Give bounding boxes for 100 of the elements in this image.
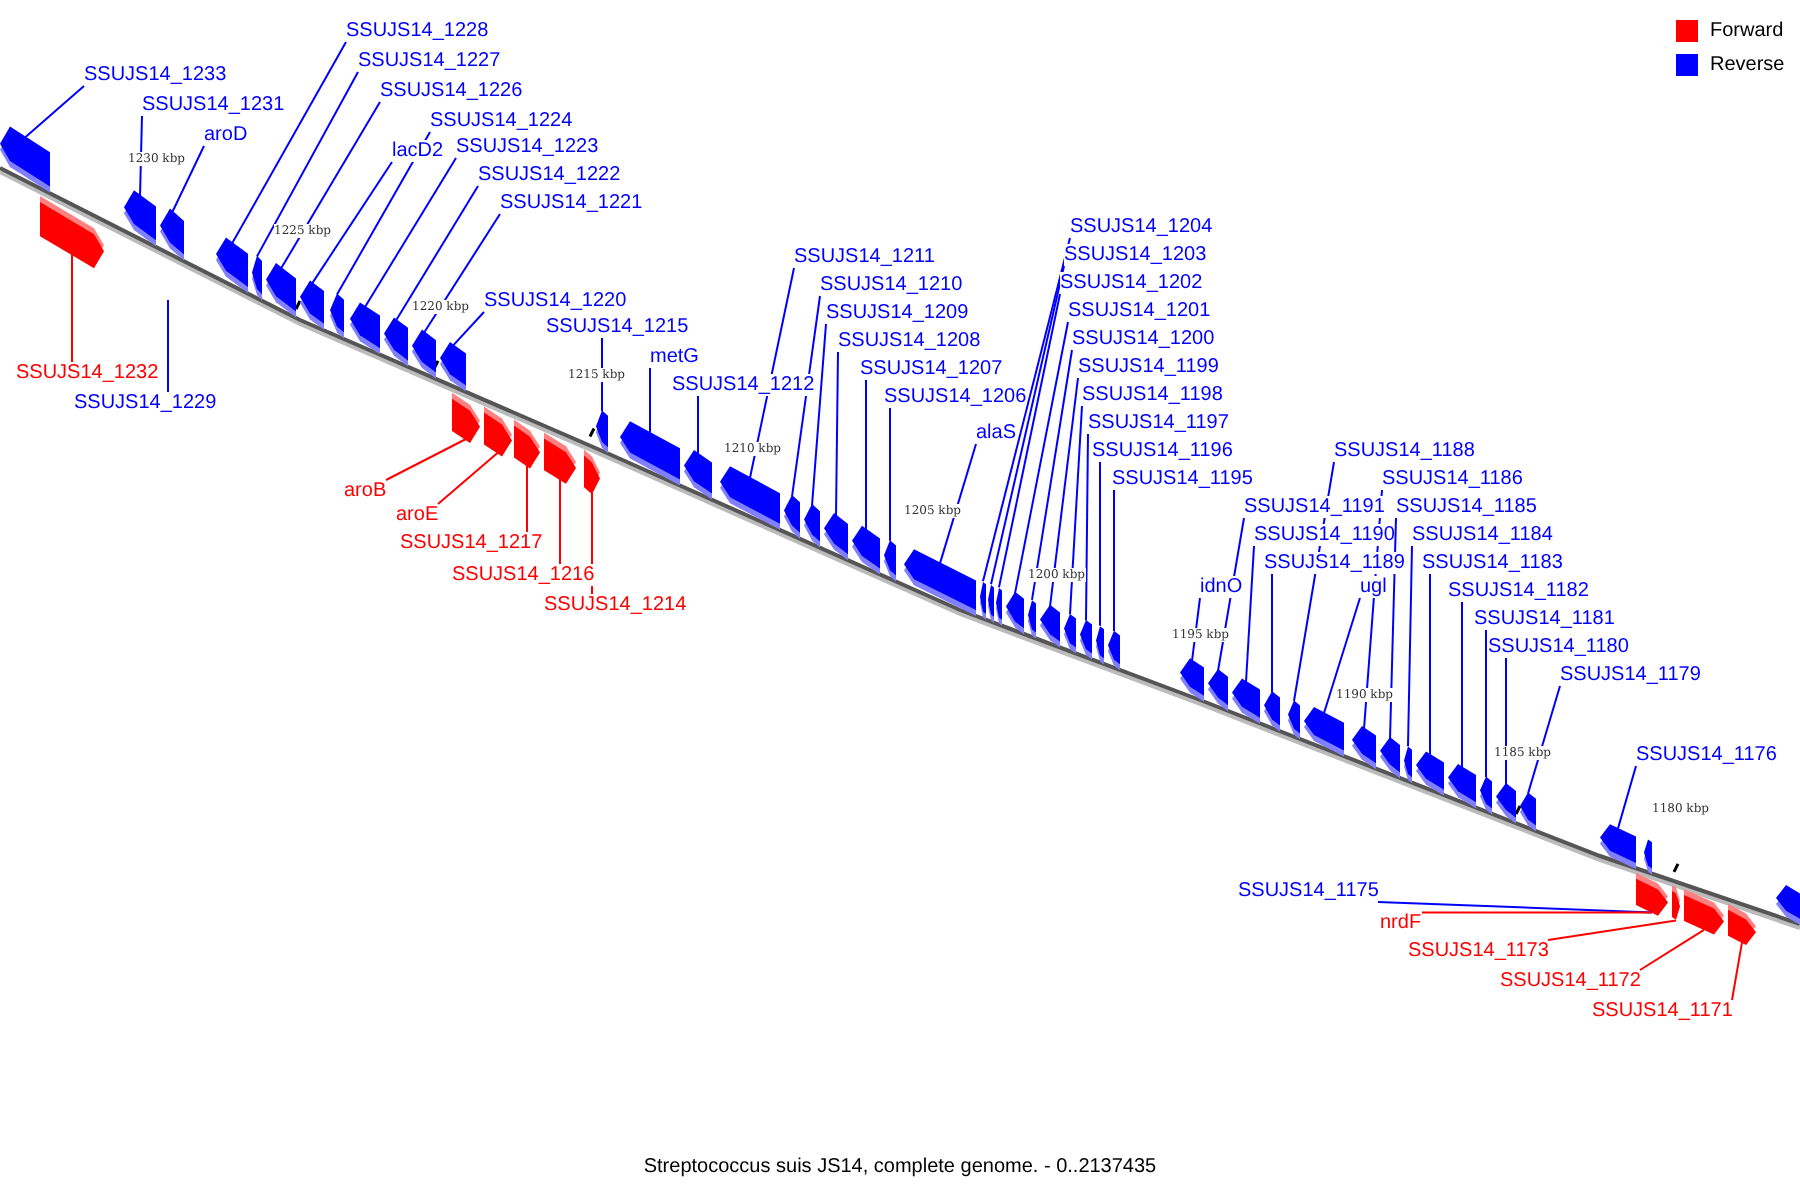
leader-line [1099,461,1101,627]
gene-feature [720,466,780,530]
gene-feature [124,190,156,247]
gene-label: SSUJS14_1233 [84,64,227,86]
gene-label: SSUJS14_1217 [400,532,543,554]
gene-feature [1096,626,1104,665]
gene-label: SSUJS14_1214 [544,594,687,616]
gene-label: SSUJS14_1198 [1082,384,1223,406]
gene-label: SSUJS14_1185 [1396,496,1537,518]
leader-line [526,464,528,533]
gene-label: SSUJS14_1190 [1254,524,1395,546]
gene-feature [216,237,248,293]
gene-label: SSUJS14_1188 [1334,440,1475,462]
gene-feature [1672,885,1680,920]
leader-line [171,145,205,214]
leader-line [280,101,381,270]
gene-feature [1006,591,1024,635]
leader-line [1527,685,1561,795]
gene-feature [904,549,976,616]
gene-feature [1064,614,1076,654]
leader-line [990,265,1065,586]
gene-feature [596,410,608,454]
gene-label: SSUJS14_1184 [1412,524,1553,546]
gene-feature [1644,839,1652,875]
gene-label: SSUJS14_1179 [1560,664,1701,686]
leader-line [24,85,85,139]
gene-feature [1448,764,1476,809]
gene-label: SSUJS14_1172 [1500,970,1641,992]
leader-line [139,115,143,198]
leader-line [791,295,821,498]
gene-label: SSUJS14_1223 [456,136,599,158]
leader-line [364,157,457,308]
gene-feature [412,329,436,379]
gene-feature [1684,889,1724,935]
gene-label: SSUJS14_1222 [478,164,621,186]
gene-label: SSUJS14_1183 [1422,552,1563,574]
gene-label: SSUJS14_1228 [346,20,489,42]
gene-feature [0,126,50,193]
gene-label: SSUJS14_1221 [500,192,643,214]
leader-line [452,311,485,347]
gene-label: lacD2 [392,140,444,162]
gene-feature [988,585,994,623]
leader-line [1461,601,1463,769]
gene-feature [1636,872,1668,916]
gene-label: SSUJS14_1227 [358,50,501,72]
leader-line [167,299,169,393]
gene-label: ugl [1360,576,1387,598]
gene-label: SSUJS14_1216 [452,564,595,586]
gene-feature [252,255,262,301]
leader-line [395,185,479,322]
leader-line [559,478,561,565]
leader-line [1271,573,1273,694]
gene-label: aroB [344,480,387,502]
gene-label: SSUJS14_1231 [142,94,285,116]
gene-feature [684,450,712,500]
leader-line [71,253,73,363]
gene-feature [1496,783,1516,824]
gene-feature [160,208,184,261]
leader-line [1085,433,1089,622]
gene-feature [996,588,1002,626]
gene-label: SSUJS14_1211 [794,246,935,268]
gene-feature [1480,776,1492,815]
gene-label: SSUJS14_1180 [1488,636,1629,658]
gene-label: SSUJS14_1197 [1088,412,1229,434]
gene-feature [266,263,296,318]
gene-label: SSUJS14_1196 [1092,440,1233,462]
leader-line [423,213,501,334]
gene-feature [1040,604,1060,648]
gene-feature [1080,620,1092,660]
gene-feature [852,525,880,575]
gene-label: SSUJS14_1175 [1238,880,1379,902]
gene-feature [1728,903,1756,945]
leader-line [256,71,359,258]
gene-label: SSUJS14_1186 [1382,468,1523,490]
gene-feature [350,302,380,355]
gene-feature [1404,746,1412,784]
leader-line [697,395,699,456]
gene-feature [1304,707,1344,757]
leader-line [311,161,393,285]
gene-label: alaS [976,422,1017,444]
gene-feature [1416,751,1444,796]
leader-line [1069,405,1083,616]
gene-label: SSUJS14_1199 [1078,356,1219,378]
leader-line [998,293,1061,589]
legend-label: Reverse [1710,54,1785,76]
gene-label: idnO [1200,576,1243,598]
leader-line [1429,573,1431,756]
gene-feature [300,280,324,330]
gene-label: SSUJS14_1202 [1060,272,1203,294]
leader-line [1485,629,1487,778]
gene-feature [330,293,344,339]
gene-label: nrdF [1380,912,1422,934]
leader-line [1323,597,1361,714]
gene-feature [440,342,466,392]
leader-line [649,367,651,434]
leader-line [1113,489,1115,632]
gene-feature [1264,691,1280,732]
gene-label: SSUJS14_1204 [1070,216,1213,238]
leader-line [939,443,977,565]
gene-feature [1352,726,1376,770]
